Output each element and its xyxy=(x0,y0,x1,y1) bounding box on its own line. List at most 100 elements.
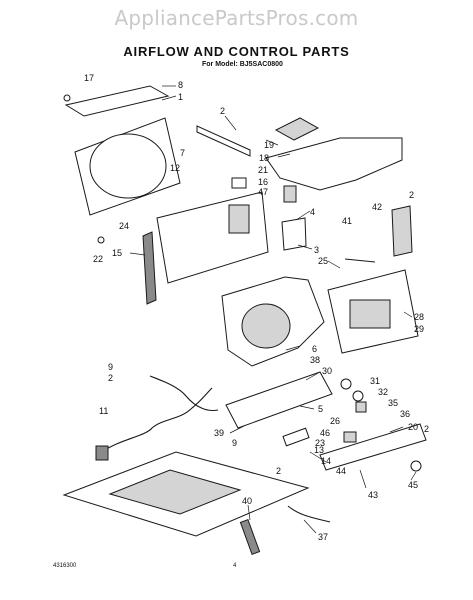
callout-8: 8 xyxy=(178,80,183,90)
model-line: For Model: BJ5SAC0800 xyxy=(202,61,283,68)
part-switch-35 xyxy=(355,401,367,413)
callout-29: 29 xyxy=(414,324,424,334)
part-rod xyxy=(344,258,376,263)
callout-7: 7 xyxy=(180,148,185,158)
callout-6: 6 xyxy=(312,344,317,354)
part-wire-set xyxy=(287,505,331,523)
part-relay-46 xyxy=(343,431,357,443)
callout-21: 21 xyxy=(258,165,268,175)
part-capacitor xyxy=(282,427,310,447)
part-blower-wheel xyxy=(241,303,291,349)
part-power-cord xyxy=(101,387,213,453)
leader-line xyxy=(303,519,317,534)
leader-line xyxy=(229,425,245,434)
leader-line xyxy=(277,153,291,158)
callout-40: 40 xyxy=(242,496,252,506)
leader-line xyxy=(327,260,341,269)
part-bracket-19 xyxy=(274,117,320,141)
callout-9-cap: 9 xyxy=(232,438,237,448)
leader-line xyxy=(247,504,251,521)
callout-2-wire: 2 xyxy=(108,373,113,383)
callout-5: 5 xyxy=(318,404,323,414)
callout-2-bar: 2 xyxy=(424,424,429,434)
callout-15: 15 xyxy=(112,248,122,258)
part-fan-ring xyxy=(89,133,167,199)
callout-16: 16 xyxy=(258,177,268,187)
callout-13: 13 xyxy=(314,445,324,455)
callout-17: 17 xyxy=(84,73,94,83)
callout-2-filter: 2 xyxy=(409,190,414,200)
part-top-shroud xyxy=(64,85,170,117)
leader-line xyxy=(224,115,237,131)
callout-14: 14 xyxy=(321,456,331,466)
part-rear-panel-recess xyxy=(349,299,391,329)
part-air-duct xyxy=(265,137,403,191)
part-control-bracket xyxy=(281,217,307,251)
leader-line xyxy=(297,244,313,250)
leader-line xyxy=(129,252,146,256)
callout-11: 11 xyxy=(99,406,108,416)
part-knob-31 xyxy=(340,378,352,390)
callout-37: 37 xyxy=(318,532,328,542)
leader-line xyxy=(265,139,279,146)
part-partition-panel xyxy=(156,191,269,284)
leader-line xyxy=(309,451,327,463)
part-wire-harness xyxy=(149,375,219,412)
callout-12: 12 xyxy=(170,163,180,173)
leader-line xyxy=(410,471,417,481)
callout-22: 22 xyxy=(93,254,103,264)
callout-19: 19 xyxy=(264,140,274,150)
callout-38: 38 xyxy=(310,355,320,365)
callout-20: 20 xyxy=(408,422,418,432)
leader-line xyxy=(299,405,315,410)
callout-31: 31 xyxy=(370,376,380,386)
part-gasket-strip xyxy=(142,231,157,305)
callout-24: 24 xyxy=(119,221,129,231)
part-screw-22 xyxy=(97,236,105,244)
leader-line xyxy=(305,371,321,381)
callout-44: 44 xyxy=(336,466,346,476)
callout-1: 1 xyxy=(178,92,183,102)
diagram-title: AIRFLOW AND CONTROL PARTS xyxy=(123,44,350,59)
callout-18: 18 xyxy=(259,153,269,163)
callout-42: 42 xyxy=(372,202,382,212)
callout-25: 25 xyxy=(318,256,328,266)
callout-3: 3 xyxy=(314,245,319,255)
leader-line xyxy=(295,210,311,221)
leader-line xyxy=(359,469,367,489)
leader-line xyxy=(403,311,413,318)
callout-36: 36 xyxy=(400,409,410,419)
part-mounting-rail xyxy=(196,125,251,157)
callout-4: 4 xyxy=(310,207,315,217)
callout-26: 26 xyxy=(330,416,340,426)
callout-45: 45 xyxy=(408,480,418,490)
part-power-plug xyxy=(95,445,109,461)
callout-46: 46 xyxy=(320,428,330,438)
leader-line xyxy=(389,426,404,433)
part-knob-45 xyxy=(410,460,422,472)
part-control-bar xyxy=(319,423,427,471)
part-partition-window xyxy=(228,204,250,234)
part-screw-17 xyxy=(63,94,71,102)
page-number: 4 xyxy=(233,563,237,569)
part-base-pan-rib xyxy=(108,469,242,515)
callout-23: 23 xyxy=(315,438,325,448)
part-clip-47 xyxy=(283,185,297,203)
callout-35: 35 xyxy=(388,398,398,408)
leader-line xyxy=(285,345,301,351)
callout-32: 32 xyxy=(378,387,388,397)
part-control-plate xyxy=(225,371,333,429)
callout-28: 28 xyxy=(414,312,424,322)
callout-2: 2 xyxy=(220,106,225,116)
callout-47: 47 xyxy=(258,187,268,197)
callout-30: 30 xyxy=(322,366,332,376)
part-air-filter xyxy=(391,205,413,257)
document-number: 4316300 xyxy=(53,563,77,569)
leader-line xyxy=(161,95,177,101)
callout-43: 43 xyxy=(368,490,378,500)
callout-9: 9 xyxy=(108,362,113,372)
watermark-text: AppliancePartsPros.com xyxy=(114,6,359,30)
callout-39: 39 xyxy=(214,428,224,438)
callout-2-base: 2 xyxy=(276,466,281,476)
